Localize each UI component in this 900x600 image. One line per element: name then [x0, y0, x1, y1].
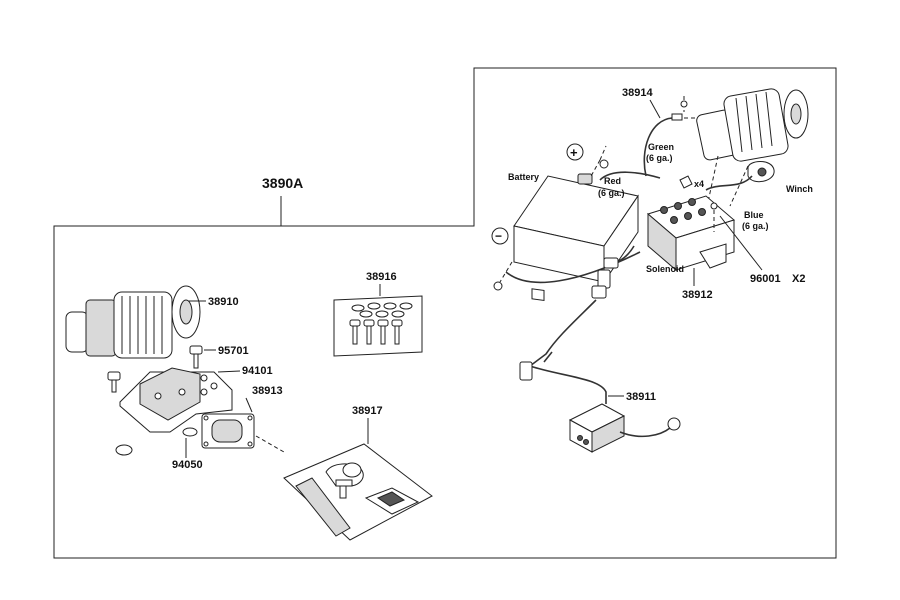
- part-number-94101: 94101: [242, 365, 273, 377]
- green-wire-gauge: (6 ga.): [646, 153, 673, 163]
- nut-drawing: [115, 427, 198, 456]
- blue-wire-gauge: (6 ga.): [742, 221, 769, 231]
- blue-wire: [705, 175, 753, 191]
- svg-text:+: +: [570, 145, 578, 160]
- green-wire-label: Green: [648, 142, 674, 152]
- screw-quantity: X2: [792, 273, 805, 285]
- winch-label: Winch: [786, 184, 813, 194]
- green-wire: [643, 117, 673, 177]
- nut-x4-drawing: [679, 175, 693, 189]
- red-wire: [599, 171, 661, 181]
- winch-drawing-left: [65, 285, 201, 359]
- assembly-number: 3890A: [262, 175, 303, 191]
- part-number-38913: 38913: [252, 385, 283, 397]
- solenoid-label: Solenoid: [646, 264, 684, 274]
- fairlead-drawing: [201, 413, 255, 449]
- svg-text:−: −: [495, 229, 502, 243]
- bolt-95701-drawing: [189, 345, 203, 369]
- bolt-left-drawing: [107, 371, 121, 393]
- minus-symbol: −: [491, 227, 509, 245]
- plus-symbol: +: [566, 143, 584, 161]
- part-number-94050: 94050: [172, 459, 203, 471]
- part-number-38914: 38914: [622, 87, 653, 99]
- part-number-96001: 96001: [750, 273, 781, 285]
- winch-drawing-right: [696, 88, 809, 183]
- part-number-95701: 95701: [218, 345, 249, 357]
- x4-label: x4: [694, 179, 704, 189]
- part-number-38917: 38917: [352, 405, 383, 417]
- blue-wire-label: Blue: [744, 210, 764, 220]
- switch-box-drawing: [568, 403, 681, 453]
- battery-label: Battery: [508, 172, 539, 182]
- solenoid-drawing: [646, 195, 736, 272]
- kit-drawing: [283, 443, 433, 541]
- red-wire-gauge: (6 ga.): [598, 188, 625, 198]
- part-number-38916: 38916: [366, 271, 397, 283]
- screw-96001-drawing: [710, 202, 718, 232]
- part-number-38912: 38912: [682, 289, 713, 301]
- part-number-38911: 38911: [626, 391, 656, 403]
- red-wire-label: Red: [604, 176, 621, 186]
- switch-harness-wire: [529, 299, 597, 367]
- harness-plug: [519, 361, 533, 381]
- mounting-plate-drawing: [119, 367, 233, 433]
- connector-plugs-drawing: [591, 245, 635, 299]
- assembly-boundary: [53, 67, 837, 559]
- bolt-set-drawing: [333, 295, 423, 357]
- part-number-38910: 38910: [208, 296, 239, 308]
- ground-wire-battery: [505, 251, 641, 284]
